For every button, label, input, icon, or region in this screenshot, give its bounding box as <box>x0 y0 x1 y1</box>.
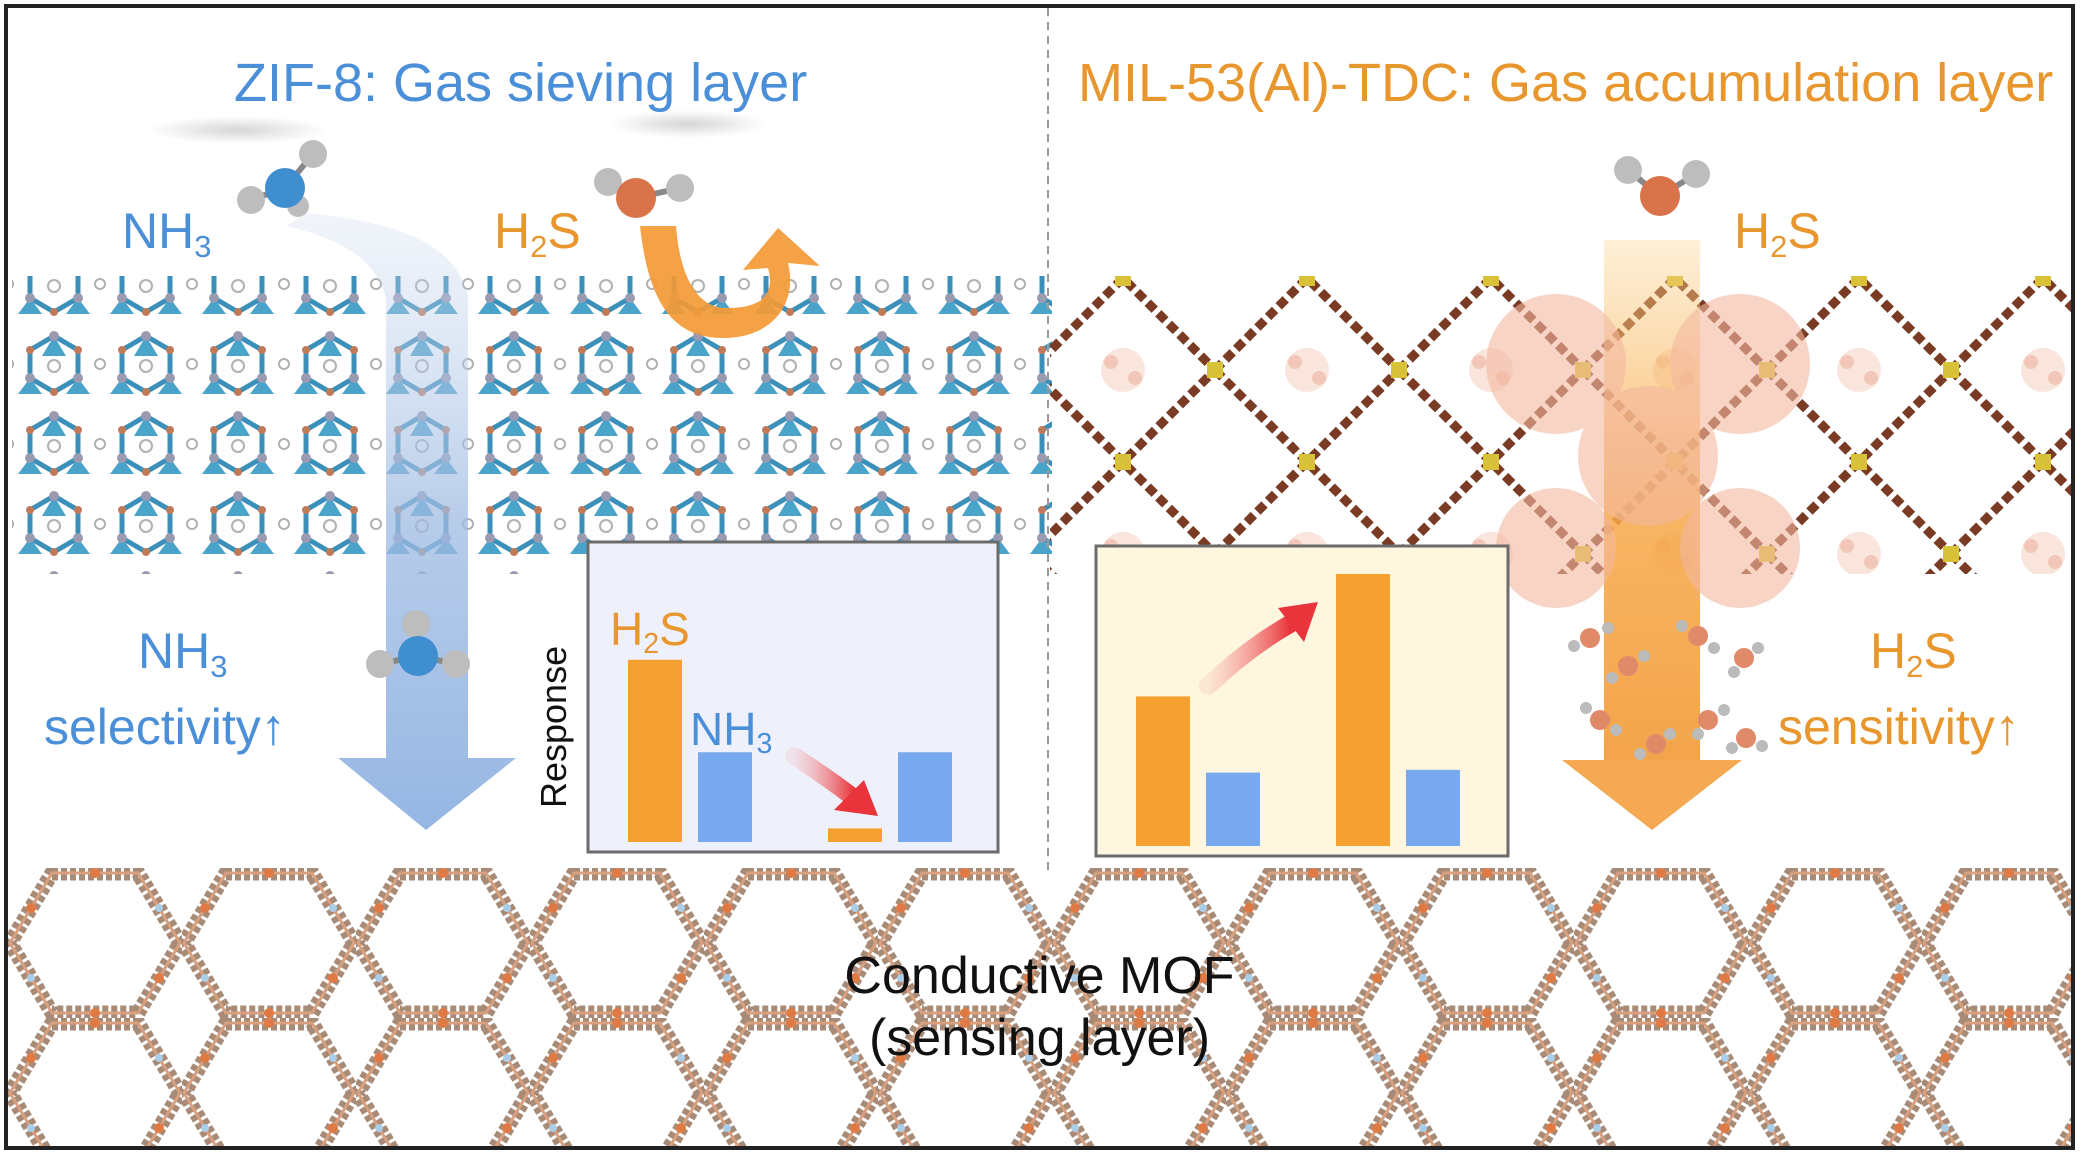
schematic-artwork <box>8 8 2071 1146</box>
chart2-increase-arrow-shaft <box>1199 615 1299 695</box>
chart2-bar-nh3-group1 <box>1206 772 1260 846</box>
h2s-outcome-pre: H <box>1870 623 1907 679</box>
mil53-title-material: MIL-53(Al)-TDC: <box>1078 53 1475 113</box>
chart1-legend-nh3-sub: 3 <box>756 727 773 760</box>
h2s-left-pre: H <box>494 203 531 259</box>
selectivity-label: selectivity↑ <box>44 699 286 755</box>
figure-frame: ZIF-8: Gas sieving layer MIL-53(Al)-TDC:… <box>4 4 2075 1150</box>
chart-zif8-response <box>586 540 1000 854</box>
chart2-increase-arrow-head <box>1278 602 1318 642</box>
h2s-molecule-right <box>1614 156 1710 216</box>
zif8-title: ZIF-8: Gas sieving layer <box>234 53 808 113</box>
nh3-outcome-base: NH <box>138 623 211 679</box>
h2s-right-post: S <box>1787 203 1821 259</box>
h2s-accumulation-arrow-head <box>1562 760 1742 830</box>
nh3-gas-label: NH3 <box>122 203 211 262</box>
conductive-mof-label: Conductive MOF <box>844 947 1235 1005</box>
chart1-decrease-arrow-shaft <box>785 747 863 807</box>
h2s-right-sub: 2 <box>1770 228 1788 264</box>
zif8-framework <box>12 276 1052 574</box>
chart-mil53-response <box>1094 544 1510 858</box>
h2s-outcome-sub: 2 <box>1906 648 1924 684</box>
h2s-right-pre: H <box>1734 203 1771 259</box>
h2s-gas-label-left: H2S <box>494 203 581 262</box>
h2s-molecule-left <box>594 110 768 218</box>
chart1-legend-h2s: H2S <box>610 603 690 658</box>
h2s-molecule-cluster <box>1568 620 1768 760</box>
chart1-ylabel: Response <box>533 645 574 808</box>
sensing-layer-label: (sensing layer) <box>868 1009 1211 1067</box>
h2s-left-post: S <box>547 203 581 259</box>
conductive-mof-framework <box>8 868 2071 1146</box>
chart1-legend-h2s-pre: H <box>610 603 644 655</box>
chart1-bar-nh3-group2 <box>898 752 952 842</box>
nh3-molecule-top <box>148 116 328 217</box>
h2s-outcome-gas: H2S <box>1870 623 1957 682</box>
chart1-legend-nh3: NH3 <box>690 703 772 758</box>
nh3-gas-label-sub: 3 <box>194 228 212 264</box>
chart1-legend-h2s-sub: 2 <box>643 627 660 660</box>
chart1-bar-nh3-group1 <box>698 752 752 842</box>
chart2-bar-h2s-group2 <box>1336 574 1390 846</box>
nh3-outcome-sub: 3 <box>210 648 228 684</box>
chart2-bar-h2s-group1 <box>1136 696 1190 846</box>
h2s-left-sub: 2 <box>530 228 548 264</box>
nh3-gas-label-base: NH <box>122 203 195 259</box>
nh3-molecule-bottom <box>366 610 470 678</box>
accumulated-gas-glow <box>1486 294 1810 608</box>
mil53-title-role: Gas accumulation layer <box>1489 53 2054 113</box>
mil53-title: MIL-53(Al)-TDC: Gas accumulation layer <box>1078 56 2053 110</box>
nh3-outcome-gas: NH3 <box>138 623 227 682</box>
chart1-decrease-arrow-head <box>834 780 878 816</box>
h2s-rejection-arrow <box>640 226 820 338</box>
chart1-legend-h2s-post: S <box>659 603 690 655</box>
chart1-bar-h2s-group1 <box>628 659 682 842</box>
chart1-legend-nh3-base: NH <box>690 703 757 755</box>
h2s-gas-label-right: H2S <box>1734 203 1821 262</box>
sensitivity-label: sensitivity↑ <box>1778 699 2020 755</box>
chart2-bar-nh3-group2 <box>1406 769 1460 846</box>
h2s-outcome-post: S <box>1923 623 1957 679</box>
chart1-bar-h2s-group2 <box>828 828 882 842</box>
